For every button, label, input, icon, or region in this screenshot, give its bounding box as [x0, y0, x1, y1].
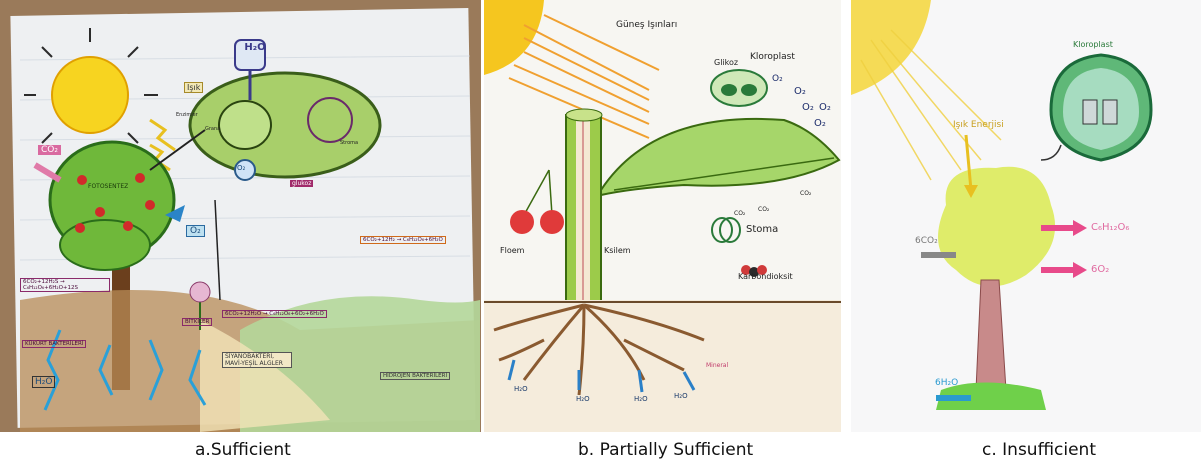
label-eq-mid: 6CO₂+12H₂O → C₆H₁₂O₆+6O₂+6H₂O	[222, 310, 327, 318]
label-co2-b1: CO₂	[734, 210, 745, 217]
label-co2-b2: CO₂	[758, 206, 769, 213]
caption-c: c. Insufficient	[982, 440, 1096, 460]
label-water-top: H₂O	[240, 42, 270, 53]
label-o2-b1: O₂	[772, 74, 783, 84]
label-mineral: Mineral	[706, 362, 728, 369]
label-co2-a: CO₂	[38, 145, 61, 155]
label-kloroplast-b: Kloroplast	[750, 52, 795, 62]
label-gunes: Güneş Işınları	[616, 20, 677, 30]
label-o2-b3: O₂	[802, 102, 814, 113]
label-grana: Grana	[205, 126, 220, 132]
label-ksilem: Ksilem	[604, 246, 631, 255]
label-enzimler: Enzimler	[176, 112, 198, 118]
label-isik: Işık Enerjisi	[953, 120, 1004, 130]
panel-c: Kloroplast Işık Enerjisi 6CO₂ C₆H₁₂O₆ 6O…	[851, 0, 1201, 432]
label-eq-left: 6CO₂+12H₂S → C₆H₁₂O₆+6H₂O+12S	[20, 278, 110, 292]
caption-a: a.Sufficient	[195, 440, 291, 460]
drawing-c	[851, 0, 1201, 432]
caption-b: b. Partially Sufficient	[578, 440, 753, 460]
label-h2o-b1: H₂O	[514, 385, 528, 393]
label-stroma: Stroma	[340, 140, 358, 146]
label-h2o-c: 6H₂O	[935, 378, 958, 388]
label-stoma: Stoma	[746, 224, 778, 235]
label-o2-chloro: O₂	[237, 164, 245, 172]
label-h2o-b2: H₂O	[576, 395, 590, 403]
label-light-a: Işık	[184, 82, 203, 93]
label-glucose-c: C₆H₁₂O₆	[1091, 222, 1129, 233]
label-h2o-b4: H₂O	[674, 392, 688, 400]
label-glukoz: glukoz	[290, 180, 313, 187]
label-karbon: Karbondioksit	[738, 272, 793, 281]
panel-a: H₂O Işık FOTOSENTEZ CO₂ O₂ O₂ Enzimler G…	[0, 0, 481, 432]
label-co2-c: 6CO₂	[915, 236, 938, 246]
label-hidrojen: HİDROJEN BAKTERİLERİ	[380, 372, 450, 380]
label-o2-b2: O₂	[794, 86, 806, 97]
label-o2-b5: O₂	[814, 118, 826, 129]
label-co2-b3: CO₂	[800, 190, 811, 197]
label-glikoz: Glikoz	[714, 58, 738, 67]
label-kukurt: KÜKÜRT BAKTERİLERİ	[22, 340, 86, 348]
label-floem: Floem	[500, 246, 524, 255]
label-o2-c: 6O₂	[1091, 264, 1109, 275]
label-kloroplast-c: Kloroplast	[1073, 40, 1113, 49]
label-eq-right: 6CO₂+12H₂ → C₆H₁₂O₆+6H₂O	[360, 236, 446, 244]
label-bitkiler: BİTKİLER	[182, 318, 212, 326]
label-fotosentez: FOTOSENTEZ	[88, 183, 128, 190]
label-h2o-b3: H₂O	[634, 395, 648, 403]
drawing-b	[484, 0, 841, 432]
panel-b: Güneş Işınları Glikoz Kloroplast O₂ O₂ O…	[484, 0, 841, 432]
label-siyano: SİYANOBAKTERİ, MAVİ-YEŞİL ALGLER	[222, 352, 292, 368]
label-o2-a: O₂	[186, 225, 205, 237]
label-water-bottom: H₂O	[32, 376, 55, 388]
label-o2-b4: O₂	[819, 102, 831, 113]
